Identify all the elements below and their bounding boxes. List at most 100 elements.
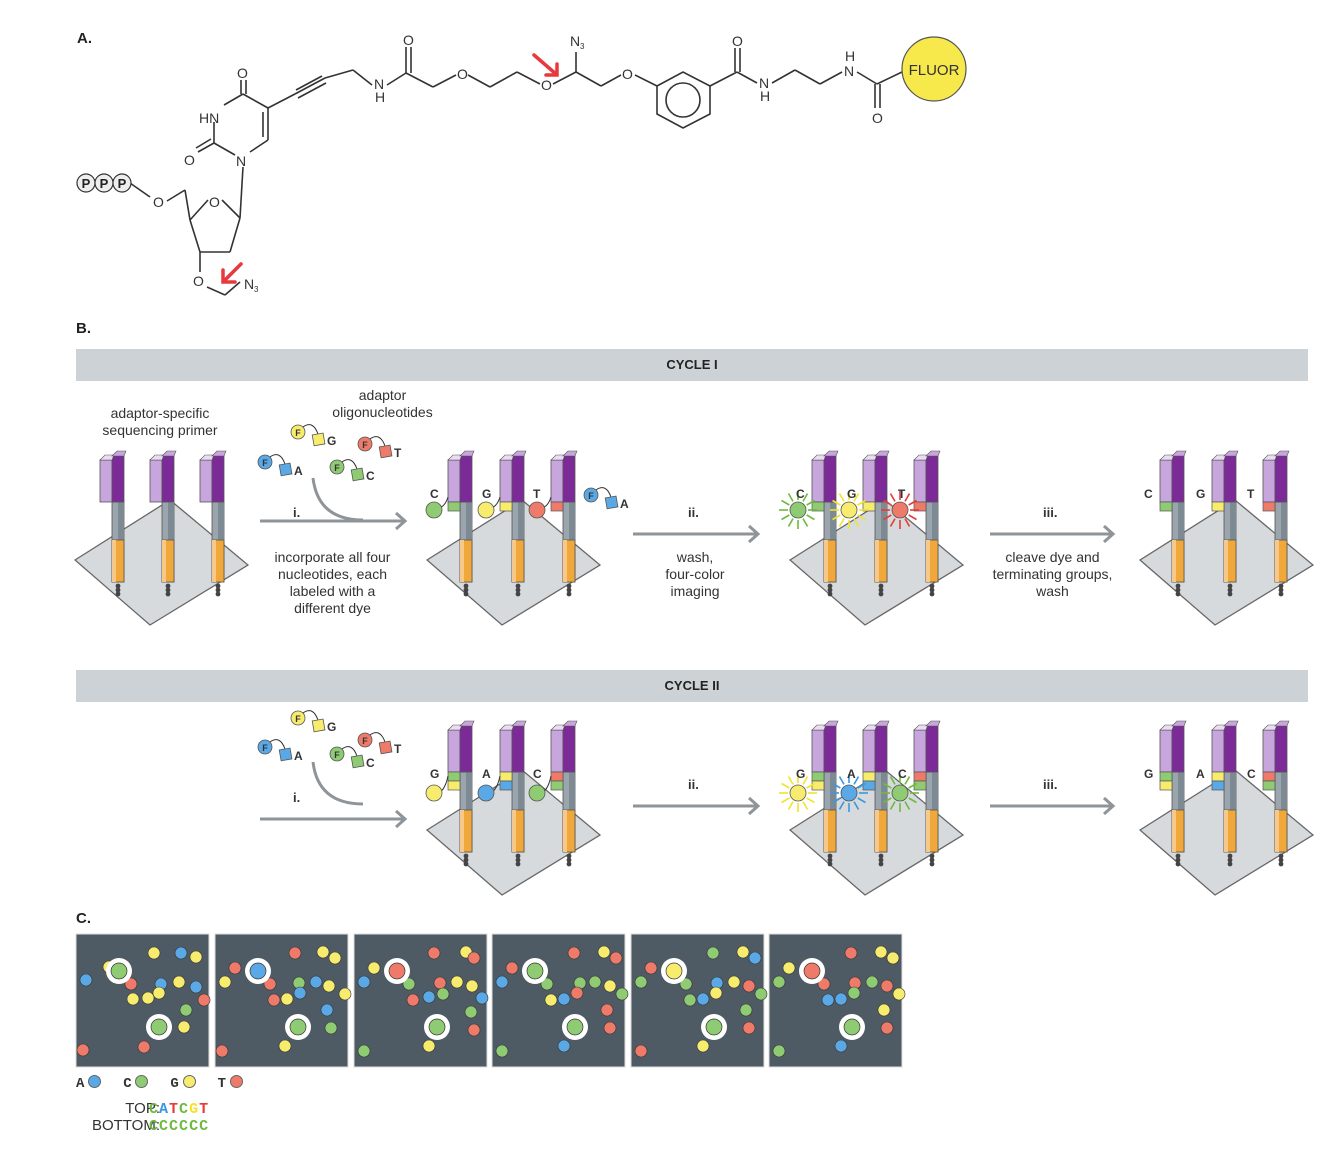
- glowing-dye: [881, 774, 919, 812]
- dye-circle: [583, 487, 599, 503]
- cluster-dot: [505, 961, 519, 975]
- linker-bead: [827, 857, 833, 863]
- primer-block: [811, 459, 825, 503]
- glowing-dye: [779, 491, 817, 529]
- cluster-dot: [495, 975, 509, 989]
- dna-strand: [1262, 450, 1290, 597]
- primer-block: [1223, 455, 1237, 503]
- incorporated-nucleotide: [1159, 780, 1173, 791]
- cluster-dot: [817, 977, 831, 991]
- linker-bead: [929, 853, 935, 859]
- dye-molecule: [528, 784, 546, 802]
- sequence-letter: C: [179, 1118, 190, 1135]
- cluster-dot: [754, 987, 768, 1001]
- primer-top: [211, 450, 227, 457]
- dye-circle: [425, 501, 443, 519]
- linker-bead: [1175, 853, 1181, 859]
- caption-line: labeled with a: [289, 583, 376, 599]
- anchor-highlight: [563, 540, 567, 582]
- base-label: T: [394, 742, 402, 756]
- linker-bead: [878, 583, 884, 589]
- primer-top: [874, 450, 890, 457]
- anchor-highlight: [875, 810, 879, 852]
- arrow-head-icon: [395, 809, 408, 829]
- free-nucleotide: FG: [290, 710, 336, 734]
- sequence-letter: C: [149, 1118, 160, 1135]
- dye-circle: [290, 424, 306, 440]
- linker-bead: [115, 591, 121, 597]
- linker-bead: [566, 857, 572, 863]
- dye-circle: [528, 784, 546, 802]
- anchor-highlight: [162, 540, 166, 582]
- dna-strand: [1159, 720, 1187, 867]
- glow-ray: [883, 797, 892, 804]
- tether: [369, 436, 386, 447]
- glow-ray: [883, 514, 892, 521]
- primer-block: [913, 729, 927, 773]
- cluster-dot: [644, 961, 658, 975]
- primer-block: [1262, 459, 1276, 503]
- atom-label: O: [237, 65, 248, 81]
- incorporated-nucleotide: [447, 501, 461, 512]
- primer-top: [1171, 720, 1187, 727]
- process-arrow: [260, 511, 408, 531]
- base-label: T: [898, 487, 906, 501]
- atom-label: O: [457, 66, 468, 82]
- cluster-dot: [141, 991, 155, 1005]
- atom-label: O: [193, 273, 204, 289]
- incorporation-curve: [311, 477, 364, 522]
- incorporated-nucleotide: [862, 501, 876, 512]
- legend-base: G: [170, 1076, 179, 1092]
- primer-top: [874, 720, 890, 727]
- cluster-dot: [147, 946, 161, 960]
- cluster-dot: [709, 986, 723, 1000]
- primer-block: [459, 455, 473, 503]
- dye-label: F: [295, 714, 301, 724]
- incorporated-nucleotide: [550, 501, 564, 512]
- glow-ray: [806, 797, 815, 804]
- base-label: C: [1144, 487, 1153, 501]
- tracked-cluster-dot: [249, 962, 267, 980]
- cleavage-arrows: [221, 53, 559, 284]
- cluster-dot: [570, 986, 584, 1000]
- dye-circle: [789, 784, 807, 802]
- cluster-dot: [588, 975, 602, 989]
- primer-block: [913, 459, 927, 503]
- primer-block: [1171, 455, 1185, 503]
- linker-bead: [463, 853, 469, 859]
- linker-bead: [878, 857, 884, 863]
- glow-ray: [832, 499, 841, 506]
- linker-bead: [566, 587, 572, 593]
- incorporated-nucleotide: [447, 771, 461, 782]
- imaging-frames: [75, 933, 906, 1068]
- glow-ray: [838, 801, 845, 810]
- incorporated-nucleotide: [1211, 501, 1225, 512]
- oligo-label: adaptor oligonucleotides: [310, 387, 455, 421]
- dna-strand: [99, 450, 127, 597]
- cluster-dot: [609, 951, 623, 965]
- glow-ray: [802, 493, 809, 502]
- linker-bead: [165, 583, 171, 589]
- base-label: C: [430, 487, 439, 501]
- cluster-dot: [683, 993, 697, 1007]
- atom-label: O: [872, 110, 883, 126]
- primer-block: [550, 729, 564, 773]
- cluster-dot: [177, 1020, 191, 1034]
- base-label: C: [366, 469, 375, 483]
- subscript: 3: [580, 42, 585, 51]
- linker-bead: [1175, 861, 1181, 867]
- cluster-dot: [892, 987, 906, 1001]
- tracked-cluster-dot: [803, 962, 821, 980]
- glow-ray: [908, 782, 917, 789]
- base-label: A: [294, 749, 303, 763]
- sequence-letter: T: [199, 1101, 210, 1118]
- dye-label: F: [362, 736, 368, 746]
- nucleotide-cube: [378, 740, 393, 755]
- sequence-letter: T: [169, 1101, 180, 1118]
- process-arrow: [633, 524, 761, 544]
- linker-bead: [515, 857, 521, 863]
- tether: [269, 739, 286, 750]
- anchor-highlight: [1224, 540, 1228, 582]
- base-label: G: [1144, 767, 1153, 781]
- glow-ray: [857, 514, 866, 521]
